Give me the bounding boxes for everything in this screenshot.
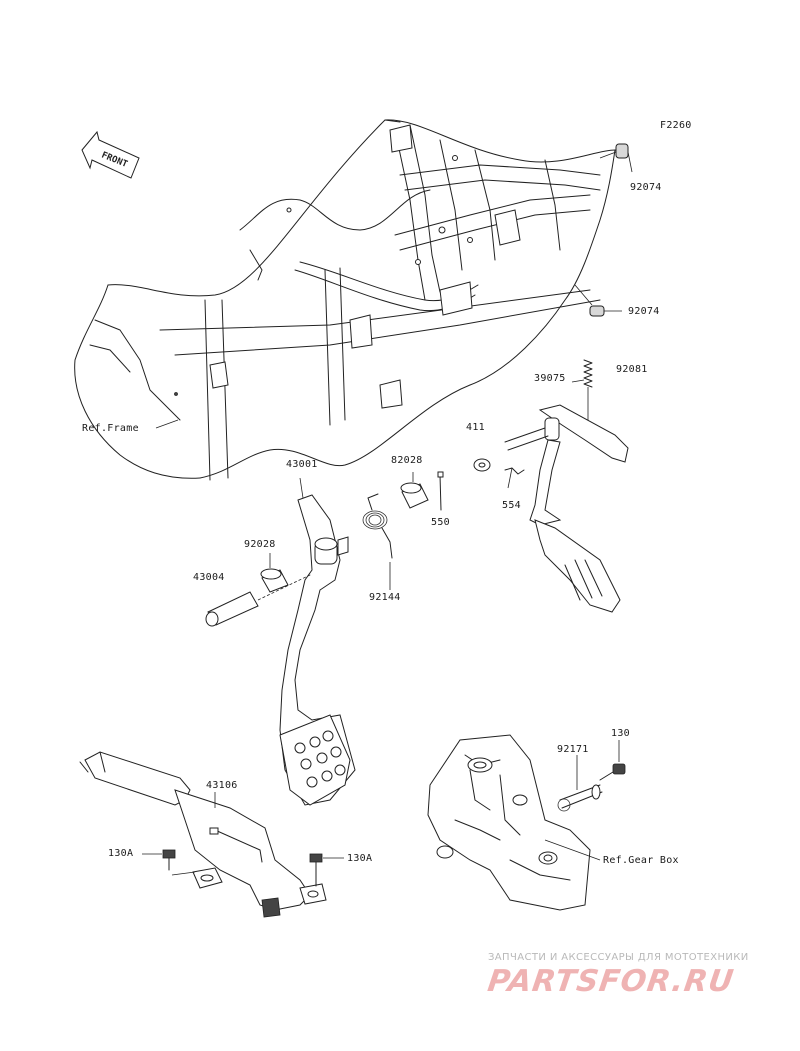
label-92081: 92081	[616, 364, 648, 375]
label-411: 411	[466, 422, 485, 433]
collar-92028	[260, 553, 289, 593]
label-43004: 43004	[193, 572, 225, 583]
front-arrow-icon: FRONT	[81, 130, 140, 179]
pedal-43001	[279, 477, 356, 806]
bush-82028	[400, 472, 429, 509]
pin-550	[437, 471, 444, 511]
bolt-130A-right	[309, 853, 344, 887]
ref-gear-box: Ref.Gear Box	[603, 855, 679, 866]
spring-39075	[571, 359, 593, 420]
label-92144: 92144	[369, 592, 401, 603]
shaft-43004	[205, 573, 313, 627]
label-130A-right: 130A	[347, 853, 373, 864]
lever-43106	[79, 751, 327, 918]
ref-frame: Ref.Frame	[82, 423, 139, 434]
label-82028: 82028	[391, 455, 423, 466]
label-130A-left: 130A	[108, 848, 134, 859]
bolt-130	[599, 740, 626, 781]
frame-drawing	[74, 119, 616, 481]
gear-box-drawing	[427, 734, 601, 911]
cap-92074-top	[599, 143, 633, 173]
label-554: 554	[502, 500, 521, 511]
bolt-130A-left	[142, 849, 196, 876]
diagram-code: F2260	[660, 120, 692, 131]
cap-92074-mid	[574, 284, 622, 317]
pin-92171	[557, 755, 603, 812]
label-130: 130	[611, 728, 630, 739]
watermark-logo: PARTSFOR.RU	[485, 964, 737, 999]
label-43106: 43106	[206, 780, 238, 791]
label-92028: 92028	[244, 539, 276, 550]
label-43001: 43001	[286, 459, 318, 470]
label-92074-top: 92074	[630, 182, 662, 193]
pedal-arm-right	[473, 404, 629, 613]
label-92074-mid: 92074	[628, 306, 660, 317]
watermark-tagline: ЗАПЧАСТИ И АКСЕССУАРЫ ДЛЯ МОТОТЕХНИКИ	[488, 952, 749, 963]
label-39075: 39075	[534, 373, 566, 384]
label-550: 550	[431, 517, 450, 528]
spring-92144	[362, 493, 393, 590]
label-92171: 92171	[557, 744, 589, 755]
